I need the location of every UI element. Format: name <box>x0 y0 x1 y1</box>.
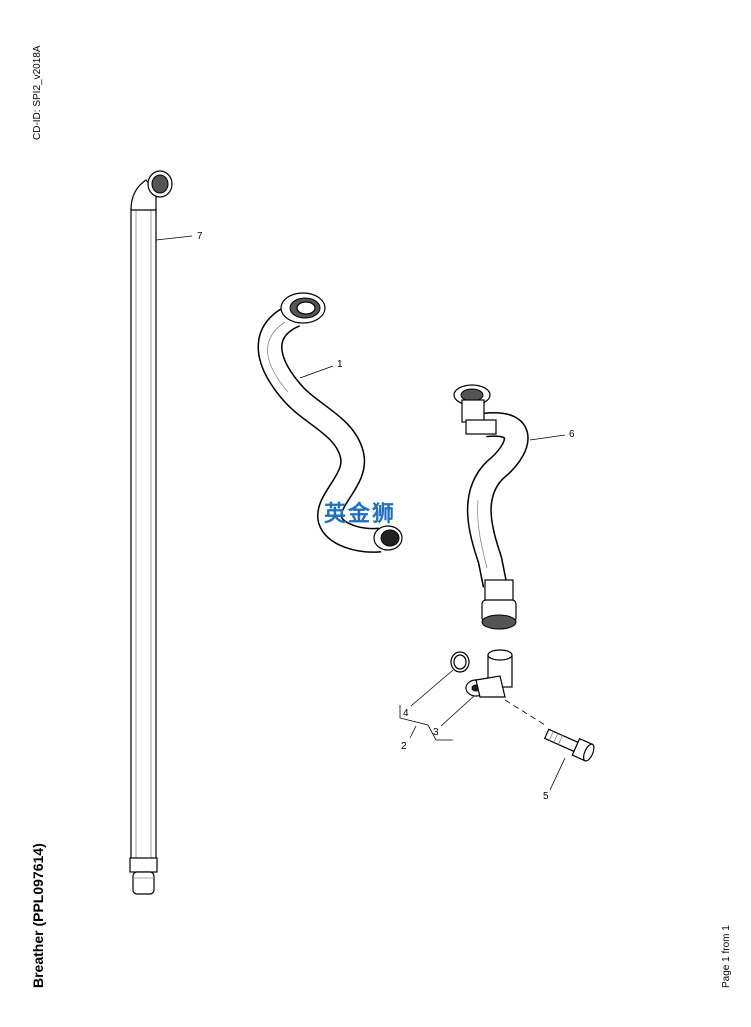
leader-line-7 <box>155 235 193 241</box>
part-6-hose <box>453 384 529 630</box>
page-title: Breather (PPL097614) <box>30 843 46 988</box>
callout-4: 4 <box>403 708 409 719</box>
part-7-breather-pipe <box>129 170 173 895</box>
part-5-bolt <box>543 728 595 762</box>
cd-id-label: CD-ID: SPI2_v2018A <box>32 45 43 141</box>
leader-line-4 <box>410 669 454 707</box>
callout-7: 7 <box>197 231 203 242</box>
leader-line-2 <box>409 725 417 739</box>
callout-2: 2 <box>401 741 407 752</box>
leader-line-1 <box>299 365 334 379</box>
leader-bracket-2 <box>399 705 453 741</box>
part-3-connector <box>465 649 513 698</box>
callout-6: 6 <box>569 429 575 440</box>
watermark-logo: 英金狮 <box>324 502 397 527</box>
part-1-hose <box>257 292 403 553</box>
callout-3: 3 <box>433 727 439 738</box>
leader-line-5 <box>549 757 566 791</box>
callout-1: 1 <box>337 359 343 370</box>
callout-5: 5 <box>543 791 549 802</box>
leader-line-3 <box>440 695 475 727</box>
leader-line-6 <box>529 434 566 441</box>
part-4-o-ring <box>450 651 470 673</box>
alignment-line <box>504 699 546 726</box>
page-info: Page 1 from 1 <box>721 925 732 988</box>
